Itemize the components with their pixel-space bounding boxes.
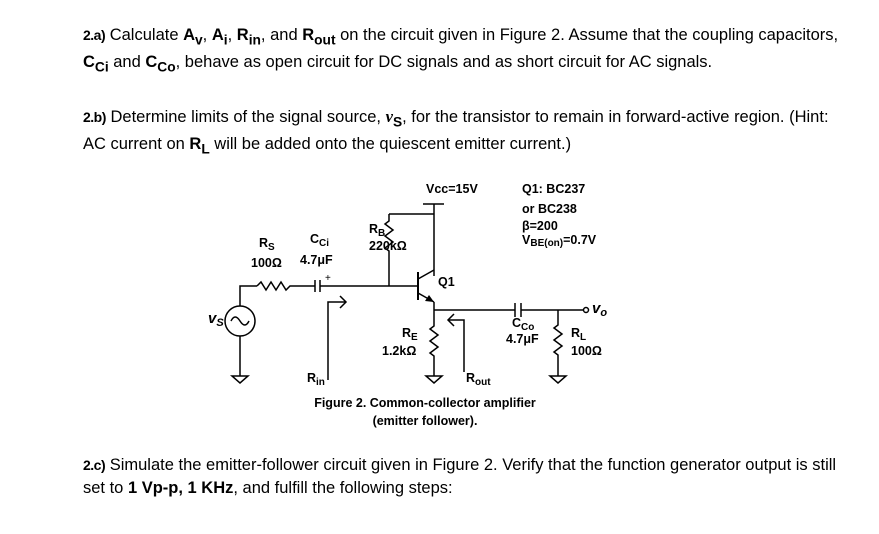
- symbol-cco: CCo: [145, 53, 176, 75]
- cci-value: 4.7μF: [300, 253, 333, 267]
- text: , and: [260, 26, 303, 44]
- text: Determine limits of the signal source,: [110, 108, 386, 126]
- re-label: RE: [402, 326, 418, 343]
- symbol-rin: Rin: [236, 26, 261, 48]
- ground-icon: [424, 375, 444, 384]
- text: , and fulfill the following steps:: [233, 479, 453, 497]
- re-resistor: [428, 310, 440, 376]
- rin-arrow: [327, 301, 346, 380]
- vbe-label: VBE(on)=0.7V: [522, 233, 597, 249]
- re-value: 1.2kΩ: [382, 344, 416, 358]
- question-number: 2.c): [83, 457, 106, 473]
- rout-arrow: [448, 319, 465, 372]
- rb-value: 220kΩ: [369, 239, 407, 253]
- symbol-av: Av: [183, 26, 203, 48]
- bold-text: 1 Vp-p, 1 KHz: [127, 479, 234, 497]
- rl-value: 100Ω: [571, 344, 602, 358]
- figure-caption-line1: Figure 2. Common-collector amplifier: [314, 396, 536, 410]
- question-number: 2.a): [83, 27, 106, 43]
- vo-label: vo: [592, 300, 607, 319]
- text: ,: [227, 26, 237, 44]
- beta-label: β=200: [522, 219, 558, 233]
- ground-symbols: [230, 375, 568, 384]
- symbol-rl: RL: [189, 135, 210, 157]
- rs-value: 100Ω: [251, 256, 282, 270]
- rout-label: Rout: [466, 371, 491, 388]
- rin-label: Rin: [307, 371, 325, 388]
- figure-caption-line2: (emitter follower).: [373, 414, 478, 428]
- q1-info: Q1: BC237: [522, 182, 585, 196]
- text: ,: [202, 26, 212, 44]
- rs-resistor: [256, 280, 315, 292]
- text: , behave as open circuit for DC signals …: [175, 53, 713, 72]
- rs-label: RS: [259, 236, 275, 253]
- plus-sign: +: [325, 273, 331, 284]
- text: , for the transistor to remain in forwar…: [83, 108, 829, 154]
- text: Calculate: [109, 26, 184, 44]
- transistor-collector: [417, 269, 435, 280]
- question-2c: 2.c) Simulate the emitter-follower circu…: [83, 454, 843, 500]
- text: on the circuit given in Figure 2. Assume…: [335, 26, 839, 44]
- output-terminal: [582, 306, 590, 314]
- rl-resistor: [552, 310, 564, 376]
- question-number: 2.b): [83, 109, 106, 125]
- sine-symbol: [230, 316, 250, 326]
- question-2b: 2.b) Determine limits of the signal sour…: [83, 105, 843, 161]
- q1-info-2: or BC238: [522, 202, 577, 216]
- symbol-cci: CCi: [83, 53, 109, 75]
- cco-label: CCo: [512, 316, 534, 333]
- symbol-rout: Rout: [302, 26, 336, 48]
- ground-icon: [548, 375, 568, 384]
- rl-label: RL: [571, 326, 586, 343]
- rb-label: RB: [369, 222, 385, 239]
- q1-label: Q1: [438, 275, 455, 289]
- emitter-arrowhead: [425, 295, 434, 302]
- question-2a: 2.a) Calculate Av, Ai, Rin, and Rout on …: [83, 24, 843, 79]
- text: and: [108, 53, 146, 72]
- vs-label: vS: [208, 310, 224, 329]
- text: Simulate the emitter-follower circuit gi…: [83, 456, 837, 497]
- cci-label: CCi: [310, 232, 329, 249]
- symbol-vs: vS: [385, 107, 403, 130]
- text: will be added onto the quiescent emitter…: [209, 135, 572, 154]
- symbol-ai: Ai: [211, 26, 228, 48]
- cco-value: 4.7μF: [506, 332, 539, 346]
- source-top-wire: [239, 285, 257, 306]
- vcc-label: Vcc=15V: [426, 182, 478, 196]
- rb-resistor: [383, 214, 395, 286]
- ground-icon: [230, 375, 250, 384]
